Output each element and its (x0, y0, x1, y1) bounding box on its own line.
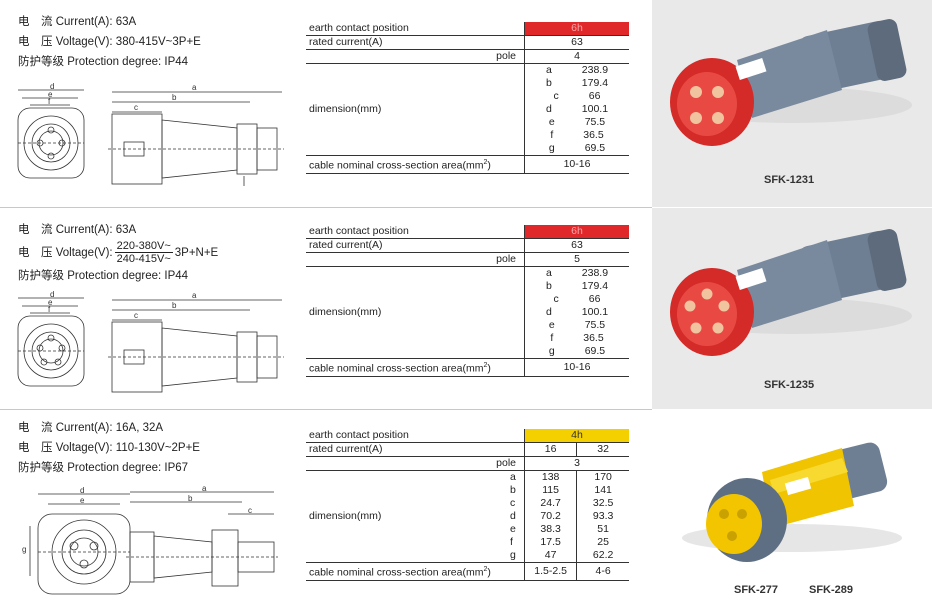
dim-label-c: c (134, 311, 138, 320)
side-view: a b c (108, 83, 284, 186)
front-view: d e f (17, 290, 85, 387)
dim-label-e: e (48, 90, 53, 99)
product-photo: SFK-1231 (652, 0, 932, 207)
cable-label: cable nominal cross-section area(mm2) (306, 155, 525, 174)
product-photo: SFK-1235 (652, 208, 932, 409)
voltage-fraction: 220-380V~240-415V~ (114, 240, 173, 266)
dim-label-d: d (80, 486, 84, 495)
earth-position-badge: 6h (524, 225, 629, 239)
spec-current: 电 流 Current(A): 63A (18, 224, 137, 236)
dim-label-c: c (248, 506, 252, 515)
dim-label-b: b (172, 301, 177, 310)
product-section-1: 电 流 Current(A): 63A 电 压 Voltage(V): 380-… (0, 0, 932, 207)
product-section-3: 电 流 Current(A): 16A, 32A 电 压 Voltage(V):… (0, 410, 932, 608)
dim-label-e: e (48, 298, 53, 307)
spec-list: 电 流 Current(A): 63A 电 压 Voltage(V):220-3… (18, 220, 218, 286)
spec-voltage: 电 压 Voltage(V): 110-130V~2P+E (18, 442, 200, 454)
dim-label-d: d (50, 82, 54, 91)
front-view: d e g (22, 486, 131, 595)
dim-label-b: b (172, 93, 177, 102)
side-view: a b c (126, 486, 278, 587)
dim-label-f: f (48, 305, 51, 314)
dim-label-f: f (48, 97, 51, 106)
spec-protection: 防护等级 Protection degree: IP44 (18, 270, 189, 282)
dim-label-c: c (134, 103, 138, 112)
model-number: SFK-289 (809, 584, 854, 596)
plug-image (682, 442, 902, 562)
spec-current: 电 流 Current(A): 63A (18, 16, 137, 28)
cable-label: cable nominal cross-section area(mm2) (306, 562, 525, 581)
technical-drawing: d e g a b c (22, 486, 278, 595)
spec-voltage: 电 压 Voltage(V):220-380V~240-415V~3P+N+E (18, 240, 219, 266)
model-number: SFK-1235 (764, 379, 815, 391)
earth-position-badge: 4h (524, 429, 629, 443)
technical-drawing: d e f a b c (17, 82, 284, 186)
spec-current: 电 流 Current(A): 16A, 32A (18, 422, 164, 434)
dim-label-e: e (80, 496, 85, 505)
model-number: SFK-277 (734, 584, 779, 596)
technical-drawing: d e f a b c (17, 290, 284, 393)
spec-voltage: 电 压 Voltage(V): 380-415V~3P+E (18, 36, 201, 48)
spec-protection: 防护等级 Protection degree: IP67 (18, 462, 189, 474)
plug-image (670, 19, 912, 146)
section-divider (0, 207, 652, 208)
front-view: d e f (17, 82, 85, 179)
dim-label-a: a (192, 291, 197, 300)
dim-label-d: d (50, 290, 54, 299)
cable-label: cable nominal cross-section area(mm2) (306, 358, 525, 377)
dim-label-b: b (188, 494, 193, 503)
dim-label-g: g (22, 545, 26, 554)
product-section-2: 电 流 Current(A): 63A 电 压 Voltage(V):220-3… (0, 208, 932, 409)
plug-image (670, 229, 912, 356)
section-divider (0, 409, 652, 410)
side-view: a b c (108, 291, 284, 393)
dim-label-a: a (192, 83, 197, 92)
product-photo: SFK-277 SFK-289 (652, 410, 932, 608)
spec-protection: 防护等级 Protection degree: IP44 (18, 56, 189, 68)
spec-list: 电 流 Current(A): 16A, 32A 电 压 Voltage(V):… (18, 418, 200, 478)
model-number: SFK-1231 (764, 174, 815, 186)
dim-label-a: a (202, 486, 207, 493)
earth-position-badge: 6h (524, 22, 629, 36)
spec-list: 电 流 Current(A): 63A 电 压 Voltage(V): 380-… (18, 12, 201, 72)
